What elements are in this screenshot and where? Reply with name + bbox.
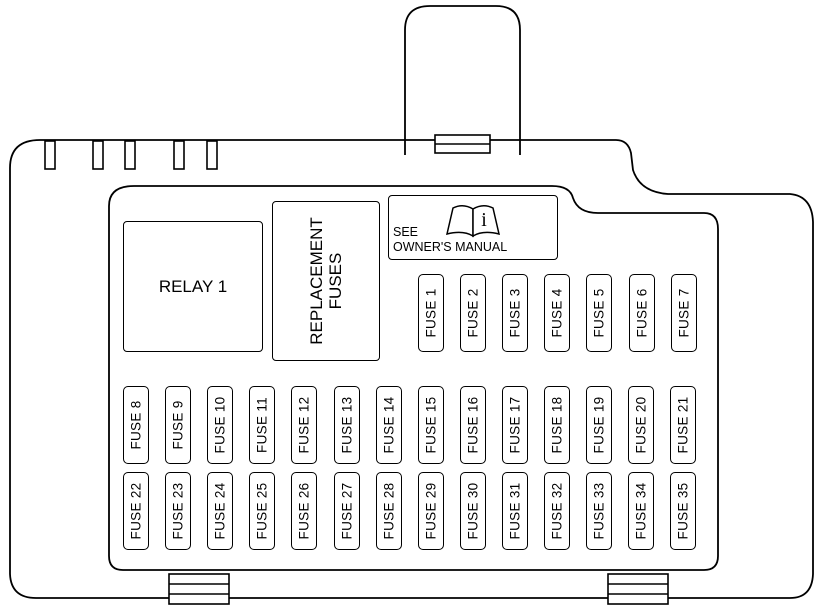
clip-3 bbox=[124, 140, 136, 170]
fuse-17: FUSE 17 bbox=[501, 386, 528, 464]
inner-panel bbox=[108, 185, 719, 571]
clip-1 bbox=[44, 140, 56, 170]
fuse-13: FUSE 13 bbox=[333, 386, 360, 464]
fuse-label: FUSE 7 bbox=[676, 288, 692, 338]
fuse-21: FUSE 21 bbox=[670, 386, 697, 464]
fuse-8: FUSE 8 bbox=[123, 386, 149, 464]
outer-case bbox=[9, 139, 814, 599]
fuse-34: FUSE 34 bbox=[628, 472, 655, 550]
replacement-fuses-label: REPLACEMENT FUSES bbox=[307, 217, 345, 345]
fuse-label: FUSE 12 bbox=[296, 396, 312, 454]
fuse-label: FUSE 5 bbox=[591, 288, 607, 338]
book-icon: i bbox=[445, 205, 501, 238]
fuse-label: FUSE 21 bbox=[675, 396, 691, 454]
fuse-label: FUSE 15 bbox=[423, 396, 439, 454]
see-label: SEE bbox=[393, 225, 419, 239]
fuse-label: FUSE 10 bbox=[212, 396, 228, 454]
fuse-label: FUSE 33 bbox=[591, 482, 607, 540]
fuse-1: FUSE 1 bbox=[418, 274, 444, 352]
fuse-label: FUSE 11 bbox=[254, 397, 270, 453]
fuse-14: FUSE 14 bbox=[375, 386, 402, 464]
fuse-label: FUSE 19 bbox=[591, 396, 607, 454]
fuse-11: FUSE 11 bbox=[249, 386, 276, 464]
fuse-label: FUSE 9 bbox=[170, 400, 186, 450]
fuse-label: FUSE 35 bbox=[675, 482, 691, 540]
fuse-label: FUSE 25 bbox=[254, 482, 270, 540]
fuse-5: FUSE 5 bbox=[586, 274, 613, 352]
fuse-label: FUSE 3 bbox=[507, 288, 523, 338]
fuse-12: FUSE 12 bbox=[291, 386, 318, 464]
fuse-29: FUSE 29 bbox=[417, 472, 444, 550]
fuse-label: FUSE 18 bbox=[549, 396, 565, 454]
fuse-label: FUSE 1 bbox=[423, 288, 439, 338]
fuse-label: FUSE 23 bbox=[170, 482, 186, 540]
relay-1-label: RELAY 1 bbox=[158, 276, 228, 296]
see-owners-manual-panel: i SEE OWNER'S MANUAL bbox=[388, 195, 558, 260]
fuse-label: FUSE 2 bbox=[465, 288, 481, 338]
fuse-6: FUSE 6 bbox=[628, 274, 655, 352]
fuse-label: FUSE 6 bbox=[634, 288, 649, 338]
info-icon: i bbox=[481, 209, 487, 231]
fuse-25: FUSE 25 bbox=[249, 472, 276, 550]
fuse-label: FUSE 22 bbox=[128, 482, 144, 540]
fuse-28: FUSE 28 bbox=[375, 472, 402, 550]
fuse-23: FUSE 23 bbox=[165, 472, 192, 550]
fuse-4: FUSE 4 bbox=[544, 274, 571, 352]
fuse-7: FUSE 7 bbox=[670, 274, 697, 352]
fuse-35: FUSE 35 bbox=[670, 472, 697, 550]
fuse-label: FUSE 13 bbox=[339, 396, 354, 454]
fuse-label: FUSE 29 bbox=[423, 482, 439, 540]
clip-4 bbox=[173, 140, 185, 170]
fuse-label: FUSE 4 bbox=[549, 288, 565, 338]
fuse-label: FUSE 24 bbox=[212, 482, 228, 540]
fuse-32: FUSE 32 bbox=[544, 472, 570, 550]
fuse-33: FUSE 33 bbox=[586, 472, 613, 550]
bottom-latch-right bbox=[607, 573, 669, 605]
top-tab bbox=[404, 5, 521, 155]
fuse-2: FUSE 2 bbox=[460, 274, 487, 352]
replacement-fuses-block: REPLACEMENT FUSES bbox=[272, 201, 380, 361]
fuse-label: FUSE 28 bbox=[381, 482, 397, 540]
fuse-label: FUSE 16 bbox=[465, 396, 481, 454]
fuse-3: FUSE 3 bbox=[502, 274, 529, 352]
fuse-label: FUSE 20 bbox=[633, 396, 649, 454]
fuse-31: FUSE 31 bbox=[501, 472, 528, 550]
clip-5 bbox=[206, 140, 218, 170]
fuse-10: FUSE 10 bbox=[207, 386, 234, 464]
fuse-label: FUSE 14 bbox=[381, 396, 397, 454]
bottom-latch-left bbox=[168, 573, 230, 605]
fuse-22: FUSE 22 bbox=[123, 472, 149, 550]
clip-2 bbox=[92, 140, 104, 170]
fuse-label: FUSE 31 bbox=[507, 482, 523, 540]
owners-manual-label: OWNER'S MANUAL bbox=[393, 240, 508, 254]
fuse-15: FUSE 15 bbox=[417, 386, 444, 464]
fuse-18: FUSE 18 bbox=[544, 386, 570, 464]
fuse-label: FUSE 8 bbox=[128, 400, 144, 450]
fuse-label: FUSE 27 bbox=[339, 482, 354, 540]
fuse-label: FUSE 30 bbox=[465, 482, 481, 540]
relay-1-block: RELAY 1 bbox=[123, 221, 263, 352]
fuse-19: FUSE 19 bbox=[586, 386, 613, 464]
fuse-label: FUSE 32 bbox=[549, 482, 565, 540]
fuse-20: FUSE 20 bbox=[628, 386, 655, 464]
fuse-24: FUSE 24 bbox=[207, 472, 234, 550]
fuse-label: FUSE 26 bbox=[296, 482, 312, 540]
fuse-label: FUSE 34 bbox=[633, 482, 649, 540]
fuse-27: FUSE 27 bbox=[333, 472, 360, 550]
fuse-30: FUSE 30 bbox=[459, 472, 486, 550]
fuse-26: FUSE 26 bbox=[291, 472, 318, 550]
fuse-label: FUSE 17 bbox=[507, 396, 523, 454]
fuse-9: FUSE 9 bbox=[165, 386, 192, 464]
fuse-16: FUSE 16 bbox=[459, 386, 486, 464]
